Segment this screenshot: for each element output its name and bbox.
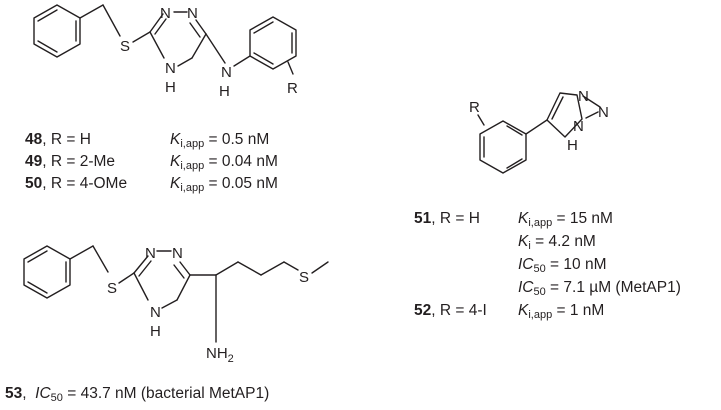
bond [118,272,135,284]
hydrogen-atom: H [165,79,176,96]
r-group-label: R [469,99,480,116]
value-52: Ki,app = 1 nM [518,302,605,321]
value-49: Ki,app = 0.04 nM [170,153,278,172]
caption-48: 48, R = H [25,131,91,148]
ring-double-bond [253,52,274,65]
value-50: Ki,app = 0.05 nM [170,175,278,194]
bond [179,261,191,276]
nitrogen-atom: N [160,5,171,22]
caption-51: 51, R = H [414,210,480,227]
nitrogen-atom: N [221,64,232,81]
bond [205,33,226,64]
bond [260,261,285,276]
bond [133,272,149,301]
bond [173,264,185,279]
value-48: Ki,app = 0.5 nM [170,131,270,150]
nitrogen-atom: N [598,104,609,121]
caption-52: 52, R = 4-I [414,302,487,319]
bond [525,119,548,135]
hydrogen-atom: H [567,137,578,154]
bond [132,31,151,43]
value-51-ic50: IC50 = 10 nM [518,256,607,275]
bond [582,95,601,108]
value-51-kiapp: Ki,app = 15 nM [518,210,613,229]
benzene-ring-1 [33,4,81,58]
nitrogen-atom: N [172,245,183,262]
bond [283,261,299,271]
structure-53: S N N N H NH2 S [23,245,329,365]
bond [149,31,165,59]
bond [92,245,109,273]
ring-double-bond [506,125,523,136]
nitrogen-atom: N [573,118,584,135]
structure-48-50: S N N N H N H R [33,4,298,100]
amine-group: NH2 [206,345,234,365]
ring-double-bond [37,40,58,53]
benzene-ring-3 [479,120,527,174]
bond [477,114,485,126]
bond [102,4,121,37]
bond [195,19,207,35]
nitrogen-atom: N [150,304,161,321]
bond [133,255,149,274]
bond [287,61,294,75]
nitrogen-atom: N [187,5,198,22]
bond [233,55,251,67]
bond [585,111,599,119]
hydrogen-atom: H [219,83,230,100]
bond [161,299,178,309]
bond [311,261,329,274]
bond [79,4,104,19]
ring-double-bond [27,281,48,294]
ring-double-bond [37,9,58,22]
benzene-ring-2 [249,16,297,70]
sulfur-atom: S [299,269,309,286]
bond [138,260,152,277]
sulfur-atom: S [107,280,117,297]
bond [69,245,94,260]
caption-50: 50, R = 4-OMe [25,175,128,192]
ring-double-bond [253,21,274,34]
value-51-ic50-metap1: IC50 = 7.1 µM (MetAP1) [518,279,681,298]
sulfur-atom: S [120,38,130,55]
caption-53: 53, IC50 = 43.7 nM (bacterial MetAP1) [5,385,270,404]
bond [177,57,193,67]
nitrogen-atom: N [165,60,176,77]
caption-49: 49, R = 2-Me [25,153,116,170]
r-group-label: R [287,80,298,97]
bond [215,261,239,276]
bond [154,18,167,35]
bond [176,274,191,301]
value-51-ki: Ki = 4.2 nM [518,233,596,252]
triazole-ring [546,92,583,138]
structure-51-52: R N N N H [469,88,609,174]
ring-double-bond [27,250,48,263]
bond [189,22,201,38]
nitrogen-atom: N [578,88,589,105]
hydrogen-atom: H [150,323,161,340]
bond [149,13,164,33]
ring-double-bond [506,158,523,169]
bond [237,261,262,276]
bond [191,33,207,59]
nitrogen-atom: N [145,245,156,262]
benzene-ring-4 [23,245,71,299]
ring-double-bond [551,96,564,120]
